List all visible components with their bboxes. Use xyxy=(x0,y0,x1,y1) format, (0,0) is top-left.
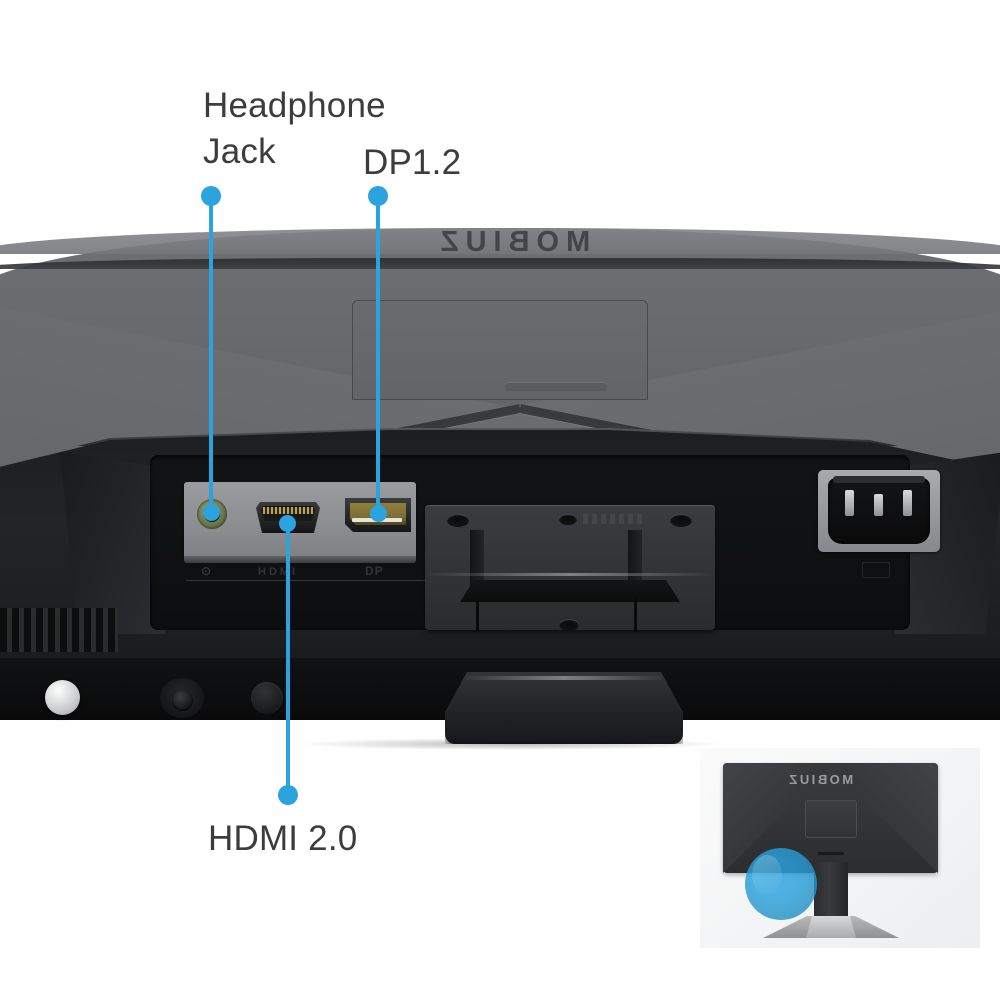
recess-wall-left xyxy=(60,452,165,634)
callout-line-dp xyxy=(376,196,380,514)
power-legend-icon xyxy=(862,562,890,578)
monitor-drop-shadow xyxy=(300,738,720,750)
vesa-screw-hole xyxy=(559,619,579,631)
callout-dot-dp xyxy=(368,186,388,206)
stand-bracket-pin xyxy=(476,598,479,632)
callout-endpoint-hdmi xyxy=(279,515,296,532)
power-inlet-pin xyxy=(845,490,854,516)
monitor-top-seam xyxy=(0,258,1000,269)
legend-divider xyxy=(186,580,616,581)
callout-label-hdmi: HDMI 2.0 xyxy=(208,819,358,858)
callout-line-hdmi xyxy=(286,523,290,795)
power-inlet-pin xyxy=(903,490,912,516)
vesa-sheen xyxy=(425,573,715,576)
callout-endpoint-dp xyxy=(370,505,387,522)
vesa-screw-hole xyxy=(559,514,577,525)
vesa-screw-hole xyxy=(447,514,469,527)
thumbnail-stand-base-front xyxy=(806,916,856,938)
power-inlet-top-edge xyxy=(833,476,925,483)
thumbnail-highlight-indicator xyxy=(745,848,817,920)
power-button[interactable] xyxy=(45,680,80,715)
callout-endpoint-headphone xyxy=(203,504,220,521)
callout-dot-headphone xyxy=(201,186,221,206)
thumbnail-stand-slot xyxy=(818,852,844,855)
thumbnail-highlight-gloss xyxy=(752,855,782,895)
callout-label-headphone-jack: Headphone Jack xyxy=(203,86,386,172)
hdmi-pins-icon xyxy=(263,507,313,514)
stand-attachment-bracket xyxy=(460,580,680,602)
io-port-plate-lip xyxy=(184,556,416,563)
monitor-brand-logo: MOBIUZ xyxy=(433,225,591,258)
ventilation-grille-icon xyxy=(0,608,118,652)
thumbnail-vesa-plate xyxy=(805,800,857,838)
function-button[interactable] xyxy=(251,682,283,714)
monitor-center-notch xyxy=(505,382,607,391)
displayport-legend: DP xyxy=(365,564,384,578)
callout-line-headphone xyxy=(209,196,213,514)
hdmi-legend: HDMI xyxy=(258,566,299,578)
power-inlet-pin xyxy=(874,494,883,516)
joystick-control[interactable] xyxy=(172,690,193,711)
stand-neck-highlight xyxy=(462,676,666,680)
vesa-screw-hole xyxy=(670,514,692,527)
vesa-embossed-mark xyxy=(583,514,645,524)
stand-neck xyxy=(445,672,683,744)
callout-dot-hdmi xyxy=(278,785,298,805)
headphone-legend: ⊙ xyxy=(201,564,215,578)
stand-bracket-pin xyxy=(634,598,637,632)
thumbnail-brand-logo: MOBIUZ xyxy=(786,771,854,787)
callout-label-dp: DP1.2 xyxy=(363,143,462,182)
